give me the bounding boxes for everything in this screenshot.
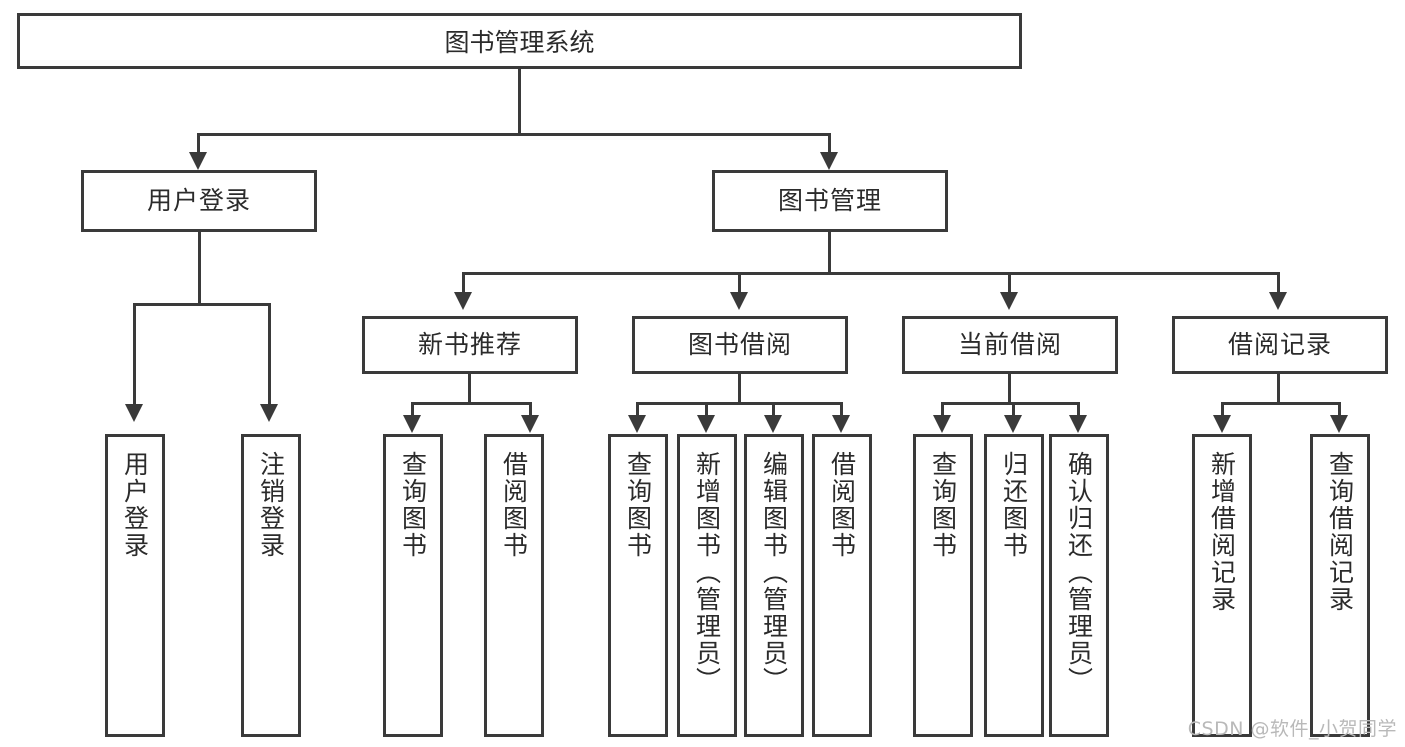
connector-borrow-stem (738, 374, 741, 402)
leaf-label: 查询图书 (623, 451, 653, 559)
connector-current-to-leaf-0 (941, 402, 944, 418)
connector-book-manage-bus (462, 272, 1280, 275)
arrow-record-to-leaf-1 (1330, 415, 1348, 433)
connector-book-manage-to-l3-2 (1008, 272, 1011, 296)
arrow-book-manage-to-l3-2 (1000, 292, 1018, 310)
leaf-label: 借阅图书 (499, 451, 529, 559)
connector-borrow-to-leaf-2 (772, 402, 775, 418)
connector-record-to-leaf-1 (1338, 402, 1341, 418)
node-book-manage[interactable]: 图书管理 (712, 170, 948, 232)
leaf-current-borrow-2[interactable]: 确认归还（管理员） (1049, 434, 1109, 737)
connector-user-login-stem (198, 232, 201, 303)
leaf-user-login-1[interactable]: 注销登录 (241, 434, 301, 737)
leaf-user-login-0[interactable]: 用户登录 (105, 434, 165, 737)
arrow-user-login-to-leaf-0 (125, 404, 143, 422)
connector-current-to-leaf-1 (1012, 402, 1015, 418)
leaf-new-book-recommend-1[interactable]: 借阅图书 (484, 434, 544, 737)
connector-book-manage-stem (828, 232, 831, 272)
connector-current-bus (941, 402, 1079, 405)
connector-recommend-to-leaf-1 (529, 402, 532, 418)
leaf-borrow-record-1[interactable]: 查询借阅记录 (1310, 434, 1370, 737)
leaf-label: 查询借阅记录 (1325, 451, 1355, 613)
node-current-borrow[interactable]: 当前借阅 (902, 316, 1118, 374)
connector-user-login-to-leaf-1 (268, 303, 271, 407)
node-new-book-recommend[interactable]: 新书推荐 (362, 316, 578, 374)
arrow-borrow-to-leaf-3 (832, 415, 850, 433)
connector-borrow-bus (636, 402, 842, 405)
leaf-book-borrow-0[interactable]: 查询图书 (608, 434, 668, 737)
connector-record-to-leaf-0 (1221, 402, 1224, 418)
arrow-root-to-user-login (189, 152, 207, 170)
leaf-new-book-recommend-0[interactable]: 查询图书 (383, 434, 443, 737)
connector-user-login-to-leaf-0 (133, 303, 136, 407)
connector-recommend-bus (411, 402, 532, 405)
node-user-login[interactable]: 用户登录 (81, 170, 317, 232)
node-book-borrow[interactable]: 图书借阅 (632, 316, 848, 374)
arrow-current-to-leaf-2 (1069, 415, 1087, 433)
leaf-label: 编辑图书（管理员） (759, 451, 789, 694)
leaf-label: 查询图书 (398, 451, 428, 559)
leaf-label: 新增借阅记录 (1207, 451, 1237, 613)
node-label: 新书推荐 (417, 330, 522, 360)
arrow-book-manage-to-l3-1 (730, 292, 748, 310)
connector-record-stem (1277, 374, 1280, 402)
arrow-current-to-leaf-1 (1004, 415, 1022, 433)
leaf-label: 查询图书 (928, 451, 958, 559)
connector-recommend-stem (468, 374, 471, 402)
arrow-borrow-to-leaf-2 (764, 415, 782, 433)
connector-root-stem (518, 69, 521, 133)
node-label: 用户登录 (146, 186, 251, 216)
leaf-label: 注销登录 (256, 451, 286, 559)
connector-root-bus (198, 133, 831, 136)
node-label: 当前借阅 (957, 330, 1062, 360)
leaf-borrow-record-0[interactable]: 新增借阅记录 (1192, 434, 1252, 737)
arrow-record-to-leaf-0 (1213, 415, 1231, 433)
leaf-label: 借阅图书 (827, 451, 857, 559)
connector-book-manage-to-l3-1 (738, 272, 741, 296)
connector-recommend-to-leaf-0 (411, 402, 414, 418)
arrow-book-manage-to-l3-0 (454, 292, 472, 310)
leaf-label: 归还图书 (999, 451, 1029, 559)
connector-borrow-to-leaf-3 (840, 402, 843, 418)
arrow-book-manage-to-l3-3 (1269, 292, 1287, 310)
leaf-book-borrow-1[interactable]: 新增图书（管理员） (677, 434, 737, 737)
arrow-root-to-book-manage (820, 152, 838, 170)
leaf-current-borrow-1[interactable]: 归还图书 (984, 434, 1044, 737)
connector-user-login-bus (133, 303, 269, 306)
node-label: 图书管理 (777, 186, 882, 216)
connector-root-to-user-login (197, 133, 200, 157)
node-label: 图书管理系统 (444, 28, 595, 57)
arrow-borrow-to-leaf-0 (628, 415, 646, 433)
connector-book-manage-to-l3-3 (1277, 272, 1280, 296)
node-borrow-record[interactable]: 借阅记录 (1172, 316, 1388, 374)
connector-book-manage-to-l3-0 (462, 272, 465, 296)
leaf-book-borrow-2[interactable]: 编辑图书（管理员） (744, 434, 804, 737)
node-root-system[interactable]: 图书管理系统 (17, 13, 1022, 69)
connector-borrow-to-leaf-1 (705, 402, 708, 418)
leaf-label: 新增图书（管理员） (692, 451, 722, 694)
connector-current-to-leaf-2 (1077, 402, 1080, 418)
arrow-current-to-leaf-0 (933, 415, 951, 433)
arrow-borrow-to-leaf-1 (697, 415, 715, 433)
leaf-label: 确认归还（管理员） (1064, 451, 1094, 694)
connector-borrow-to-leaf-0 (636, 402, 639, 418)
connector-current-stem (1008, 374, 1011, 402)
node-label: 借阅记录 (1227, 330, 1332, 360)
leaf-label: 用户登录 (120, 451, 150, 559)
leaf-book-borrow-3[interactable]: 借阅图书 (812, 434, 872, 737)
connector-record-bus (1221, 402, 1341, 405)
leaf-current-borrow-0[interactable]: 查询图书 (913, 434, 973, 737)
arrow-recommend-to-leaf-0 (403, 415, 421, 433)
arrow-recommend-to-leaf-1 (521, 415, 539, 433)
arrow-user-login-to-leaf-1 (260, 404, 278, 422)
connector-root-to-book-manage (828, 133, 831, 157)
node-label: 图书借阅 (687, 330, 792, 360)
